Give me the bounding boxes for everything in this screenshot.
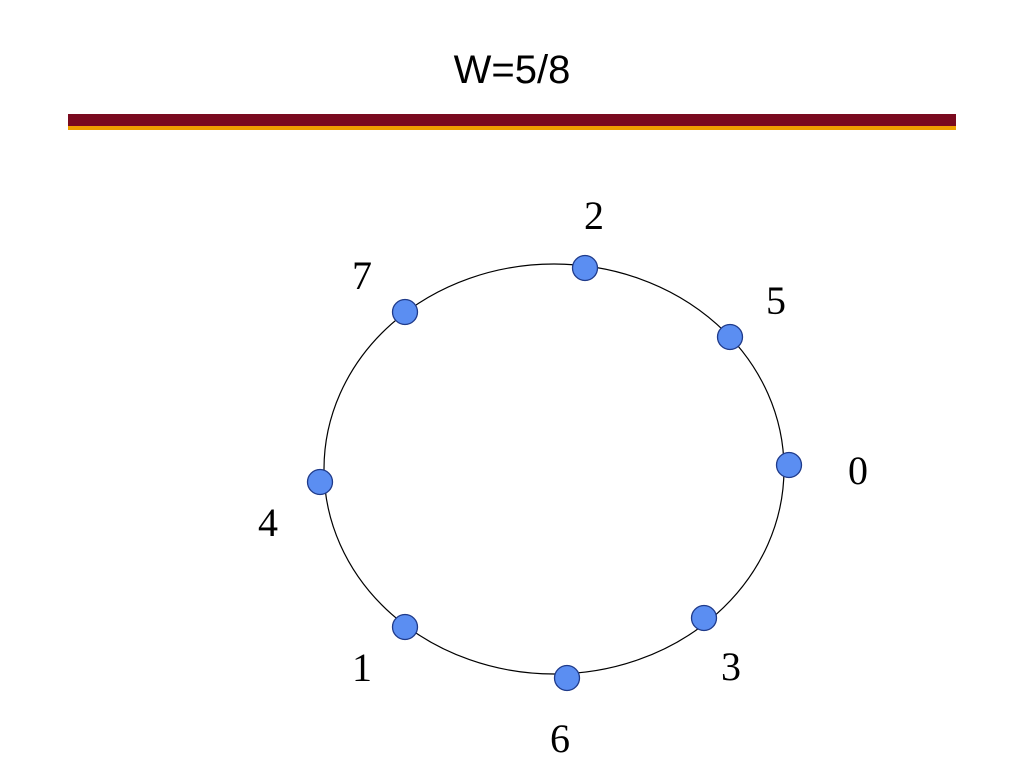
node-dot [775,451,803,479]
node-label: 1 [352,645,372,690]
slide-title: W=5/8 [453,48,571,92]
node-dot [391,298,419,326]
node-2: 2 [571,193,604,282]
node-label: 2 [584,193,604,238]
node-7: 7 [352,253,419,326]
node-4: 4 [258,468,334,545]
title-rule-light [68,126,956,130]
node-5: 5 [716,278,786,351]
node-dot [571,254,599,282]
node-label: 6 [550,716,570,761]
node-label: 0 [848,448,868,493]
node-dot [553,664,581,692]
node-label: 3 [721,644,741,689]
title-rule-dark [68,114,956,126]
node-0: 0 [775,448,868,493]
node-label: 7 [352,253,372,298]
node-dot [716,323,744,351]
node-6: 6 [550,664,581,761]
node-1: 1 [352,613,419,690]
node-dot [690,604,718,632]
node-3: 3 [690,604,741,689]
node-label: 5 [766,278,786,323]
node-dot [306,468,334,496]
node-label: 4 [258,500,278,545]
node-dot [391,613,419,641]
